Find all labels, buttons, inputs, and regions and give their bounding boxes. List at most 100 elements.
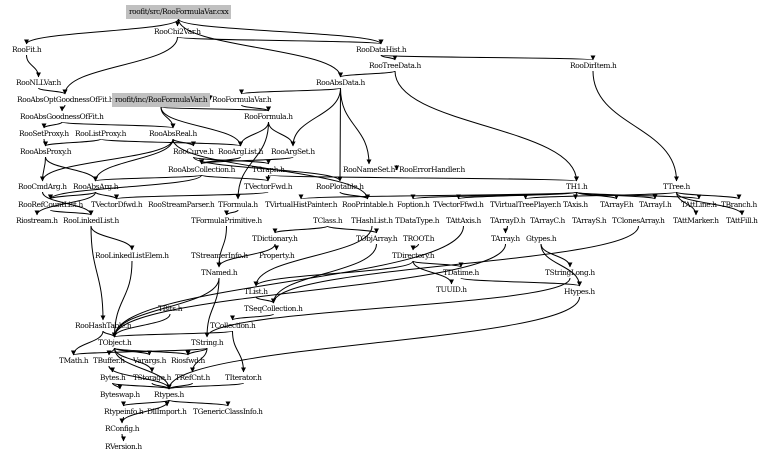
- node-cmdarg[interactable]: RooCmdArg.h: [18, 182, 67, 191]
- node-formula[interactable]: RooFormula.h: [244, 112, 293, 121]
- node-formprim[interactable]: TFormulaPrimitive.h: [191, 216, 262, 225]
- node-bytes[interactable]: Bytes.h: [100, 373, 126, 382]
- node-property[interactable]: Property.h: [259, 251, 295, 260]
- node-absdata[interactable]: RooAbsData.h: [316, 78, 365, 87]
- node-tgraph[interactable]: TGraph.h: [252, 165, 285, 174]
- node-tattaxis[interactable]: TAttAxis.h: [446, 216, 481, 225]
- edge-ttree-to-tattmarker: [676, 191, 699, 216]
- node-absarg[interactable]: RooAbsArg.h: [73, 182, 119, 191]
- node-datahist[interactable]: RooDataHist.h: [356, 45, 407, 54]
- node-tattmarker[interactable]: TAttMarker.h: [673, 216, 719, 225]
- edge-tcollection-to-titerator: [232, 330, 246, 373]
- node-tbuffer[interactable]: TBuffer.h: [93, 356, 125, 365]
- node-errhandler[interactable]: RooErrorHandler.h: [399, 165, 465, 174]
- node-setproxy[interactable]: RooSetProxy.h: [19, 129, 69, 138]
- node-roofit[interactable]: RooFit.h: [12, 45, 42, 54]
- node-tvectorfwd[interactable]: TVectorFwd.h: [244, 182, 293, 191]
- node-tarray[interactable]: TArray.h: [491, 234, 520, 243]
- node-gof[interactable]: RooAbsGoodnessOfFit.h: [20, 112, 104, 121]
- node-tattfill[interactable]: TAttFill.h: [726, 216, 758, 225]
- node-varargs[interactable]: Varargs.h: [133, 356, 167, 365]
- node-chi2[interactable]: RooChi2Var.h: [154, 27, 201, 36]
- edge-curve-to-tgraph: [193, 156, 271, 165]
- node-nameset[interactable]: RooNameSet.h: [343, 165, 396, 174]
- node-tattline[interactable]: TAttLine.h: [681, 200, 717, 209]
- node-byteswap[interactable]: Byteswap.h: [100, 390, 140, 399]
- edge-tstringlong-to-tstring: [204, 277, 571, 338]
- node-tarrays[interactable]: TArrayS.h: [572, 216, 607, 225]
- node-trefcnt[interactable]: TRefCnt.h: [175, 373, 210, 382]
- node-rtypeinfo[interactable]: Rtypeinfo.h: [104, 407, 144, 416]
- node-taxis[interactable]: TAxis.h: [563, 200, 588, 209]
- node-riosfwd[interactable]: Riosfwd.h: [171, 356, 205, 365]
- node-ttree[interactable]: TTree.h: [663, 182, 690, 191]
- node-tstorage[interactable]: TStorage.h: [133, 373, 172, 382]
- node-tarrayc[interactable]: TArrayC.h: [530, 216, 565, 225]
- node-tcollection[interactable]: TCollection.h: [210, 321, 256, 330]
- node-hashtable[interactable]: RooHashTable.h: [75, 321, 132, 330]
- node-tdirectory[interactable]: TDirectory.h: [392, 251, 435, 260]
- node-htypes[interactable]: Htypes.h: [564, 287, 595, 296]
- node-tvectorffwd[interactable]: TVectorFfwd.h: [433, 200, 484, 209]
- node-tarrayi[interactable]: TArrayI.h: [639, 200, 672, 209]
- node-titerator[interactable]: TIterator.h: [225, 373, 262, 382]
- node-tnamed[interactable]: TNamed.h: [201, 268, 238, 277]
- node-gtypes[interactable]: Gtypes.h: [526, 234, 557, 243]
- edge-abscoll-to-absarg: [93, 174, 202, 182]
- edge-absarg-to-tvectordfwd: [95, 191, 119, 200]
- node-incformvar[interactable]: roofit/inc/RooFormulaVar.h: [112, 93, 211, 107]
- node-virttreeplayer[interactable]: TVirtualTreePlayer.h: [490, 200, 561, 209]
- node-tarrayf[interactable]: TArrayF.h: [600, 200, 634, 209]
- node-cptgof[interactable]: RooAbsOptGoodnessOfFit.h: [17, 95, 114, 104]
- node-linkedlistelem[interactable]: RooLinkedListElem.h: [95, 251, 169, 260]
- node-tgenericclassinfo[interactable]: TGenericClassInfo.h: [193, 407, 263, 416]
- node-nll[interactable]: RooNLLVar.h: [16, 78, 61, 87]
- node-absreal[interactable]: RooAbsReal.h: [149, 129, 197, 138]
- node-arglist[interactable]: RooArgList.h: [218, 147, 264, 156]
- node-tdictionary[interactable]: TDictionary.h: [252, 234, 298, 243]
- node-linkedlist[interactable]: RooLinkedList.h: [63, 216, 119, 225]
- node-rconfig[interactable]: RConfig.h: [105, 424, 140, 433]
- node-diritem[interactable]: RooDirItem.h: [570, 61, 617, 70]
- node-riostream[interactable]: Riostream.h: [16, 216, 58, 225]
- node-listproxy[interactable]: RooListProxy.h: [75, 129, 127, 138]
- node-tdatime[interactable]: TDatime.h: [443, 268, 479, 277]
- node-tdatatype[interactable]: TDataType.h: [395, 216, 440, 225]
- node-tvectordfwd[interactable]: TVectorDfwd.h: [91, 200, 143, 209]
- node-rversion[interactable]: RVersion.h: [105, 442, 142, 451]
- node-tarrayd[interactable]: TArrayD.h: [490, 216, 526, 225]
- node-tclonesarray[interactable]: TClonesArray.h: [612, 216, 665, 225]
- node-foption[interactable]: Foption.h: [397, 200, 430, 209]
- node-virthistpainter[interactable]: TVirtualHistPainter.h: [265, 200, 338, 209]
- node-troot[interactable]: TROOT.h: [403, 234, 435, 243]
- node-tbits[interactable]: TBits.h: [158, 304, 183, 313]
- node-root[interactable]: roofit/src/RooFormulaVar.cxx: [126, 5, 232, 19]
- node-tlist[interactable]: TList.h: [244, 287, 268, 296]
- node-argset[interactable]: RooArgSet.h: [271, 147, 315, 156]
- edge-tgraph-to-tvectorfwd: [265, 174, 271, 182]
- node-absproxy[interactable]: RooAbsProxy.h: [20, 147, 72, 156]
- node-streamparser[interactable]: RooStreamParser.h: [148, 200, 215, 209]
- node-rtypes[interactable]: Rtypes.h: [154, 390, 184, 399]
- node-tobjarray[interactable]: TObjArray.h: [356, 234, 398, 243]
- node-tclass[interactable]: TClass.h: [313, 216, 343, 225]
- node-refcountlist[interactable]: RooRefCountList.h: [18, 200, 83, 209]
- node-th1[interactable]: TH1.h: [566, 182, 588, 191]
- node-tuuid[interactable]: TUUID.h: [436, 285, 467, 294]
- node-tstring[interactable]: TString.h: [191, 338, 224, 347]
- node-tstringlong[interactable]: TStringLong.h: [545, 268, 595, 277]
- node-streamerinfo[interactable]: TStreamerInfo.h: [191, 251, 248, 260]
- node-plotable[interactable]: RooPlotable.h: [316, 182, 364, 191]
- node-printable[interactable]: RooPrintable.h: [342, 200, 394, 209]
- node-tformula[interactable]: TFormula.h: [218, 200, 258, 209]
- node-tobject[interactable]: TObject.h: [98, 338, 132, 347]
- node-treedata[interactable]: RooTreeData.h: [369, 61, 421, 70]
- node-tbranch[interactable]: TBranch.h: [721, 200, 757, 209]
- node-formvar[interactable]: RooFormulaVar.h: [212, 95, 272, 104]
- node-tseqcoll[interactable]: TSeqCollection.h: [244, 304, 303, 313]
- node-thashlist[interactable]: THashList.h: [351, 216, 393, 225]
- node-curve[interactable]: RooCurve.h: [173, 147, 214, 156]
- node-tmath[interactable]: TMath.h: [59, 356, 89, 365]
- node-dllimport[interactable]: DllImport.h: [147, 407, 187, 416]
- node-abscoll[interactable]: RooAbsCollection.h: [168, 165, 236, 174]
